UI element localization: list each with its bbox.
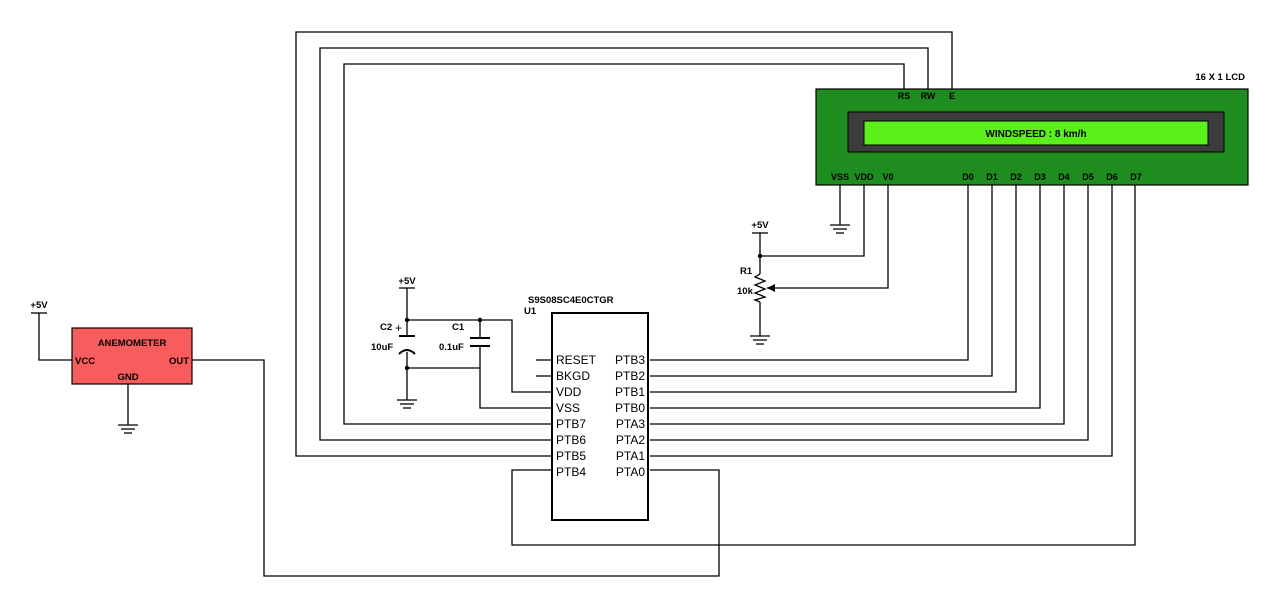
lcd-name-label: 16 X 1 LCD bbox=[1195, 72, 1245, 83]
mcu-block: S9S08SC4E0CTGR U1 RESETBKGDVDDVSSPTB7PTB… bbox=[524, 295, 649, 521]
anemometer-out-label: OUT bbox=[169, 356, 189, 367]
anemometer-title: ANEMOMETER bbox=[98, 338, 167, 349]
lcd-pin-d2: D2 bbox=[1010, 172, 1022, 182]
ground-icon bbox=[830, 224, 850, 234]
mcu-pin-ptb2: PTB2 bbox=[615, 369, 645, 383]
ground-icon bbox=[397, 399, 417, 409]
mcu-pin-ptb5: PTB5 bbox=[556, 449, 586, 463]
junction-dot bbox=[757, 253, 763, 259]
ground-icon bbox=[118, 424, 138, 434]
mcu-pin-pta1: PTA1 bbox=[616, 449, 645, 463]
mcu-pin-ptb1: PTB1 bbox=[615, 385, 645, 399]
capacitor-network: +5V + C2 10uF C1 0.1uF bbox=[371, 276, 490, 409]
wiper-arrow-icon bbox=[767, 284, 775, 292]
anemometer-block: ANEMOMETER VCC OUT GND +5V bbox=[30, 300, 193, 434]
lcd-pin-v0: V0 bbox=[882, 172, 893, 182]
c2-value-label: 10uF bbox=[371, 342, 393, 353]
anemometer-supply-label: +5V bbox=[30, 300, 48, 311]
lcd-pin-d0: D0 bbox=[962, 172, 974, 182]
ptb1-d2-wire bbox=[650, 183, 1017, 393]
ptb4-d7-wire bbox=[511, 183, 1136, 546]
ptb0-d3-wire bbox=[650, 183, 1041, 409]
lcd-pin-d7: D7 bbox=[1130, 172, 1142, 182]
c1-ref-label: C1 bbox=[452, 322, 465, 333]
lcd-pin-rs: RS bbox=[898, 91, 911, 101]
ptb7-rs-wire bbox=[343, 63, 905, 425]
pot-ref-label: R1 bbox=[740, 266, 753, 277]
ptb5-e-wire bbox=[295, 31, 953, 457]
junction-dot bbox=[404, 365, 410, 371]
lcd-pin-d3: D3 bbox=[1034, 172, 1046, 182]
c2-capacitor-icon bbox=[398, 335, 416, 355]
lcd-vdd-wire bbox=[760, 183, 865, 257]
mcu-pin-ptb4: PTB4 bbox=[556, 465, 586, 479]
mcu-pin-ptb3: PTB3 bbox=[615, 353, 645, 367]
lcd-top-pins: RS RW E bbox=[898, 91, 955, 101]
anemometer-out-wire bbox=[192, 359, 720, 577]
lcd-screen bbox=[863, 120, 1209, 146]
mcu-ref-label: U1 bbox=[524, 306, 537, 317]
mcu-pin-ptb6: PTB6 bbox=[556, 433, 586, 447]
vdd-wire bbox=[480, 319, 552, 393]
mcu-pin-pta2: PTA2 bbox=[616, 433, 645, 447]
c1-value-label: 0.1uF bbox=[439, 342, 464, 353]
mcu-pin-pta0: PTA0 bbox=[616, 465, 645, 479]
ptb2-d1-wire bbox=[650, 183, 993, 377]
lcd-pin-d6: D6 bbox=[1106, 172, 1118, 182]
mcu-pin-ptb7: PTB7 bbox=[556, 417, 586, 431]
anemometer-body bbox=[71, 327, 193, 385]
lcd-pin-vdd: VDD bbox=[854, 172, 874, 182]
mcu-pin-vdd: VDD bbox=[556, 385, 582, 399]
lcd-pin-rw: RW bbox=[921, 91, 936, 101]
mcu-pin-reset: RESET bbox=[556, 353, 597, 367]
lcd-pin-e: E bbox=[949, 91, 955, 101]
junction-dot bbox=[477, 317, 483, 323]
lcd-v0-wire bbox=[767, 183, 889, 289]
cap-supply-wire bbox=[406, 288, 481, 338]
lcd-pin-vss: VSS bbox=[831, 172, 849, 182]
pot-value-label: 10k bbox=[737, 286, 754, 297]
potentiometer-icon bbox=[753, 273, 767, 303]
pta2-d5-wire bbox=[650, 183, 1089, 441]
pta1-d6-wire bbox=[650, 183, 1113, 457]
cap-supply-label: +5V bbox=[398, 276, 416, 287]
mcu-body bbox=[551, 312, 649, 521]
anemometer-vcc-wire bbox=[38, 313, 72, 361]
lcd-display-text: WINDSPEED : 8 km/h bbox=[985, 129, 1086, 140]
mcu-pin-bkgd: BKGD bbox=[556, 369, 590, 383]
potentiometer-block: +5V R1 10k bbox=[737, 220, 775, 345]
pot-supply-label: +5V bbox=[751, 220, 769, 231]
mcu-pin-ptb0: PTB0 bbox=[615, 401, 645, 415]
anemometer-vcc-label: VCC bbox=[75, 356, 95, 367]
wires bbox=[38, 31, 1136, 577]
mcu-pin-pta3: PTA3 bbox=[616, 417, 645, 431]
lcd-pin-d5: D5 bbox=[1082, 172, 1094, 182]
c2-plus-sign: + bbox=[395, 321, 402, 335]
junction-dot bbox=[404, 317, 410, 323]
pta3-d4-wire bbox=[650, 183, 1065, 425]
ptb3-d0-wire bbox=[650, 183, 969, 361]
lcd-bottom-pins: VSS VDD V0 D0 D1 D2 D3 D4 D5 D6 D7 bbox=[831, 172, 1142, 182]
lcd-pin-d1: D1 bbox=[986, 172, 998, 182]
mcu-pin-vss: VSS bbox=[556, 401, 580, 415]
lcd-pin-d4: D4 bbox=[1058, 172, 1070, 182]
ground-icon bbox=[750, 335, 770, 345]
c1-capacitor-icon bbox=[470, 337, 490, 347]
anemometer-gnd-label: GND bbox=[117, 372, 138, 383]
mcu-part-label: S9S08SC4E0CTGR bbox=[528, 295, 614, 306]
ptb6-rw-wire bbox=[319, 47, 929, 441]
c2-ref-label: C2 bbox=[380, 322, 392, 333]
cap-gnd-wire bbox=[407, 367, 552, 409]
